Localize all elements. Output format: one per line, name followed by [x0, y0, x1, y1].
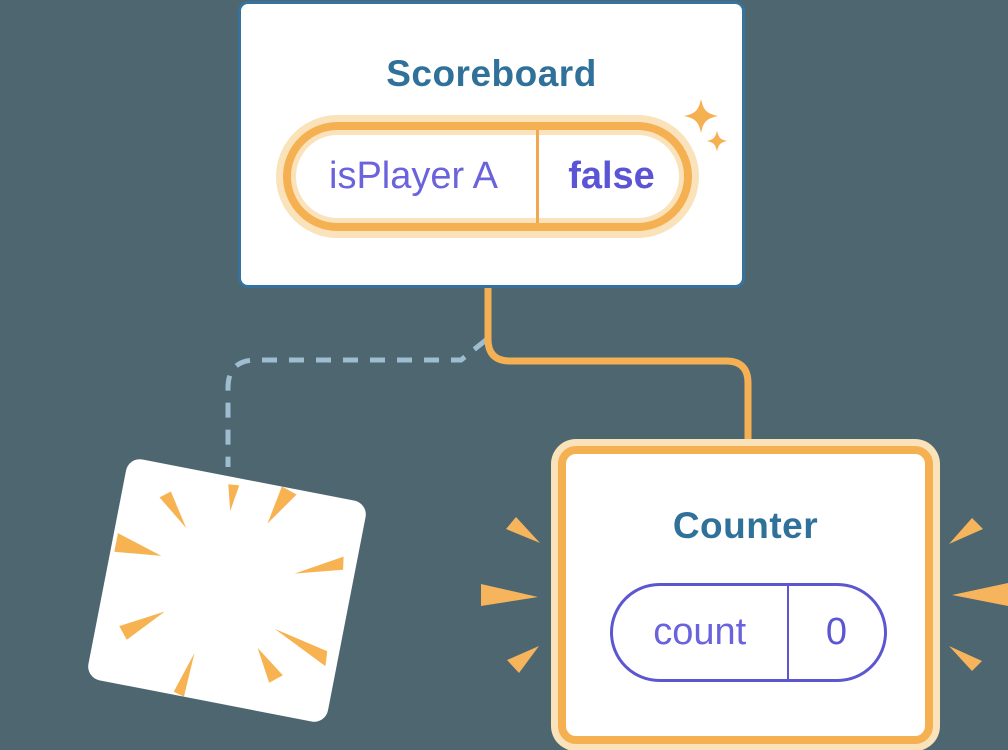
pill-divider	[786, 586, 789, 679]
scoreboard-state-pill: isPlayer A false	[283, 122, 692, 231]
destroyed-component-box	[85, 456, 369, 725]
pill-divider	[536, 130, 539, 223]
scoreboard-title: Scoreboard	[386, 53, 597, 94]
counter-title: Counter	[672, 505, 819, 546]
state-label: count	[653, 611, 747, 653]
counter-state-pill: count 0	[610, 583, 887, 682]
scoreboard-component-box: Scoreboard isPlayer A false	[238, 1, 745, 288]
state-label: isPlayer A	[329, 155, 498, 197]
connector-dashed	[225, 338, 488, 467]
state-value: 0	[825, 611, 848, 653]
burst-icon	[114, 484, 344, 697]
counter-component-box: Counter count 0	[558, 446, 933, 744]
state-value: false	[568, 155, 655, 197]
connector-solid	[484, 287, 752, 452]
